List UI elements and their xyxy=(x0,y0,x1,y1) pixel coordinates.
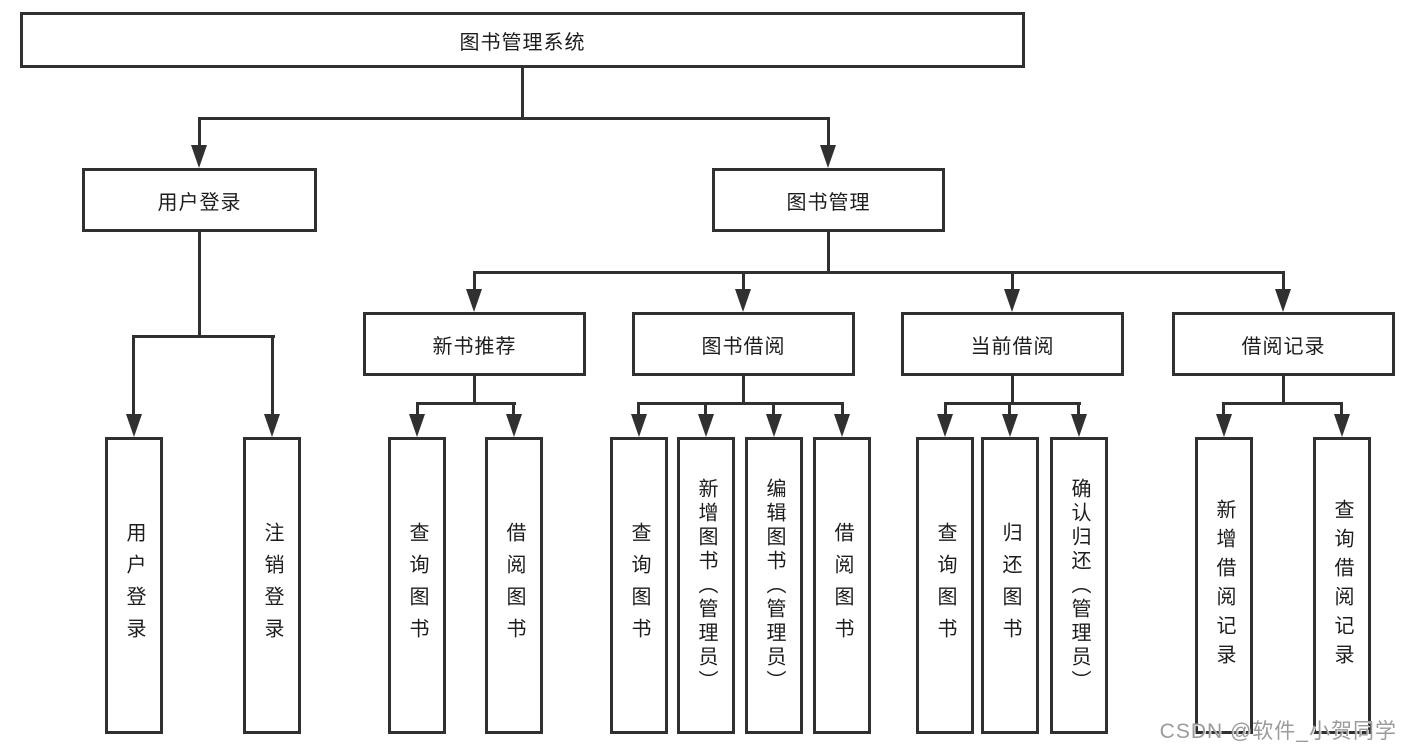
node-label: 当前借阅 xyxy=(970,335,1055,358)
node-label: 查询借阅记录 xyxy=(1331,498,1353,673)
connector-line xyxy=(1282,271,1285,293)
node-label: 注销登录 xyxy=(261,521,283,650)
arrow-down-icon xyxy=(698,414,714,437)
connector-line xyxy=(132,335,135,416)
arrow-down-icon xyxy=(1071,414,1087,437)
connector-line xyxy=(416,402,419,416)
connector-line xyxy=(198,117,201,148)
connector-line xyxy=(944,402,1081,405)
node-label: 确认归还（管理员） xyxy=(1068,477,1090,694)
node-label: 新增图书（管理员） xyxy=(695,477,717,694)
connector-line xyxy=(473,271,1285,274)
arrow-down-icon xyxy=(937,414,953,437)
node-label: 归还图书 xyxy=(999,521,1021,650)
arrow-down-icon xyxy=(191,145,207,168)
csdn-watermark: CSDN @软件_小贺同学 xyxy=(1159,720,1397,743)
connector-line xyxy=(1008,402,1011,416)
node-label: 图书管理系统 xyxy=(459,31,586,54)
connector-line xyxy=(742,271,745,293)
node-label: 借阅图书 xyxy=(503,521,525,650)
node-label: 借阅记录 xyxy=(1241,335,1326,358)
arrow-down-icon xyxy=(1275,289,1291,312)
node-leaf-logout: 注销登录 xyxy=(243,437,301,734)
connector-line xyxy=(944,402,947,416)
arrow-down-icon xyxy=(409,414,425,437)
node-leaf-query-book-3: 查询图书 xyxy=(916,437,974,734)
connector-line xyxy=(1222,402,1343,405)
arrow-down-icon xyxy=(735,289,751,312)
connector-line xyxy=(704,402,707,416)
connector-line xyxy=(827,232,830,274)
connector-line xyxy=(1222,402,1225,416)
node-label: 查询图书 xyxy=(934,521,956,650)
arrow-down-icon xyxy=(1004,289,1020,312)
connector-line xyxy=(1011,376,1014,404)
connector-line xyxy=(473,376,476,404)
connector-line xyxy=(742,376,745,404)
node-label: 借阅图书 xyxy=(831,521,853,650)
connector-line xyxy=(1011,271,1014,293)
node-book-management: 图书管理 xyxy=(712,168,945,232)
connector-line xyxy=(1077,402,1080,416)
node-leaf-borrow-book-2: 借阅图书 xyxy=(813,437,871,734)
node-leaf-edit-book-admin: 编辑图书（管理员） xyxy=(745,437,803,734)
connector-line xyxy=(772,402,775,416)
connector-line xyxy=(1340,402,1343,416)
node-leaf-query-borrow-record: 查询借阅记录 xyxy=(1313,437,1371,734)
connector-line xyxy=(637,402,844,405)
node-label: 用户登录 xyxy=(157,191,242,214)
node-leaf-query-book-1: 查询图书 xyxy=(388,437,446,734)
node-leaf-query-book-2: 查询图书 xyxy=(610,437,668,734)
arrow-down-icon xyxy=(766,414,782,437)
node-leaf-confirm-return-admin: 确认归还（管理员） xyxy=(1050,437,1108,734)
node-label: 查询图书 xyxy=(406,521,428,650)
node-leaf-add-book-admin: 新增图书（管理员） xyxy=(677,437,735,734)
node-leaf-user-login: 用户登录 xyxy=(105,437,163,734)
connector-line xyxy=(512,402,515,416)
node-label: 编辑图书（管理员） xyxy=(763,477,785,694)
connector-line xyxy=(637,402,640,416)
node-current-borrow: 当前借阅 xyxy=(901,312,1124,376)
connector-line xyxy=(416,402,516,405)
node-borrow-record: 借阅记录 xyxy=(1172,312,1395,376)
connector-line xyxy=(198,117,830,120)
node-book-borrow: 图书借阅 xyxy=(632,312,855,376)
node-label: 用户登录 xyxy=(123,521,145,650)
arrow-down-icon xyxy=(126,414,142,437)
node-label: 新增借阅记录 xyxy=(1213,498,1235,673)
arrow-down-icon xyxy=(820,145,836,168)
node-label: 图书管理 xyxy=(786,191,871,214)
connector-line xyxy=(198,232,201,338)
node-label: 图书借阅 xyxy=(701,335,786,358)
arrow-down-icon xyxy=(631,414,647,437)
arrow-down-icon xyxy=(1216,414,1232,437)
node-user-login: 用户登录 xyxy=(82,168,317,232)
arrow-down-icon xyxy=(1334,414,1350,437)
node-leaf-add-borrow-record: 新增借阅记录 xyxy=(1195,437,1253,734)
connector-line xyxy=(132,335,275,338)
connector-line xyxy=(1282,376,1285,404)
arrow-down-icon xyxy=(466,289,482,312)
node-new-book-recommend: 新书推荐 xyxy=(363,312,586,376)
node-library-management-system: 图书管理系统 xyxy=(20,12,1025,68)
arrow-down-icon xyxy=(264,414,280,437)
connector-line xyxy=(521,68,524,118)
arrow-down-icon xyxy=(506,414,522,437)
arrow-down-icon xyxy=(1002,414,1018,437)
connector-line xyxy=(473,271,476,293)
arrow-down-icon xyxy=(834,414,850,437)
node-label: 查询图书 xyxy=(628,521,650,650)
connector-line xyxy=(841,402,844,416)
node-leaf-borrow-book-1: 借阅图书 xyxy=(485,437,543,734)
node-leaf-return-book: 归还图书 xyxy=(981,437,1039,734)
connector-line xyxy=(827,117,830,148)
connector-line xyxy=(271,335,274,416)
node-label: 新书推荐 xyxy=(432,335,517,358)
